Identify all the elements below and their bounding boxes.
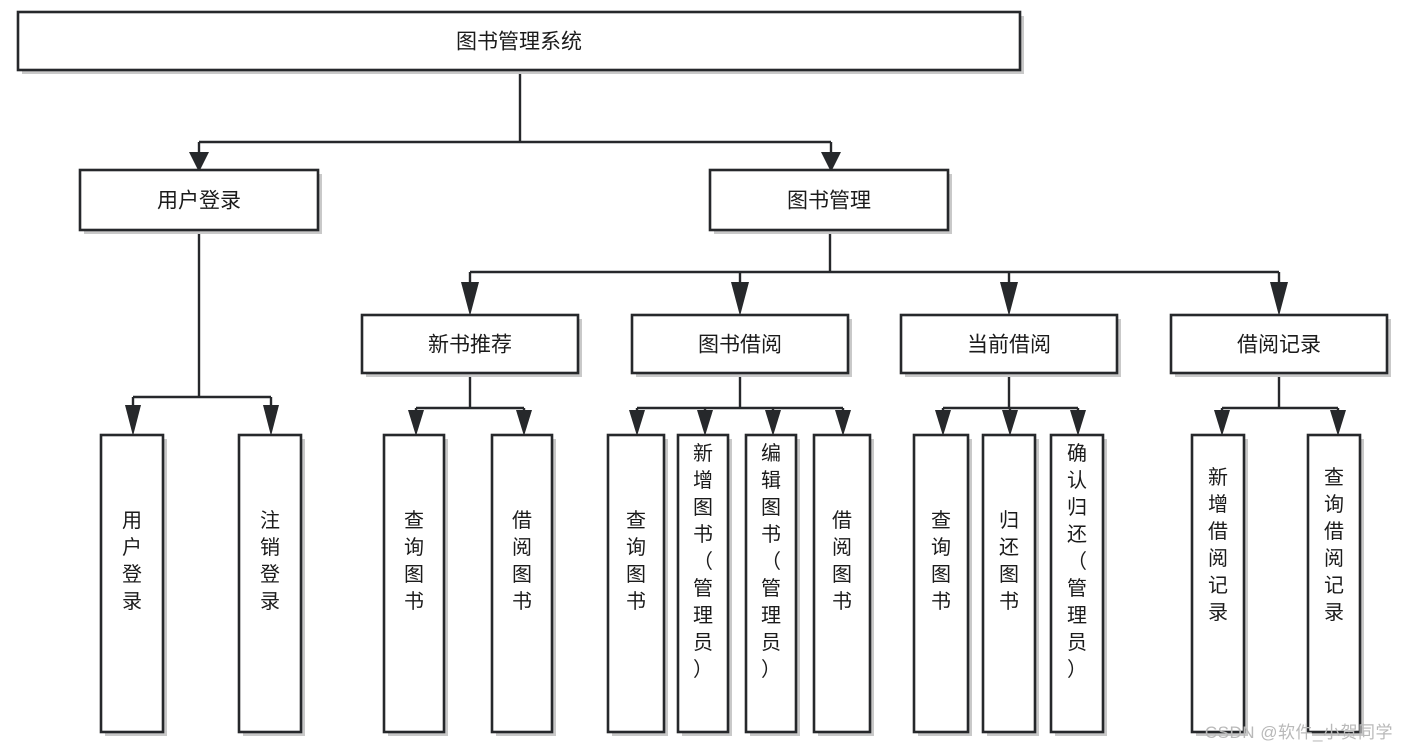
node-bookmgr[interactable]: 图书管理	[708, 168, 952, 234]
node-leaf-confirm-return-box[interactable]	[1049, 433, 1105, 734]
node-leaf-borrow-book-2-box[interactable]	[812, 433, 872, 734]
node-current-label: 当前借阅	[967, 334, 1051, 357]
node-login-box[interactable]	[78, 168, 320, 232]
arrow-head-leaf-query-book-2	[629, 410, 645, 436]
node-leaf-add-record-label: 新增借阅记录	[1208, 466, 1228, 624]
arrow-head-leaf-confirm-return	[1070, 410, 1086, 436]
node-newbook[interactable]: 新书推荐	[360, 313, 582, 377]
arrow-head-leaf-query-book-3	[935, 410, 951, 436]
node-leaf-query-book-3-label: 查询图书	[931, 509, 951, 613]
node-leaf-query-record[interactable]: 查询借阅记录	[1306, 433, 1364, 736]
arrow-head-leaf-user-login	[125, 405, 141, 436]
node-leaf-user-logout[interactable]: 注销登录	[237, 433, 305, 736]
node-root-label: 图书管理系统	[456, 31, 582, 54]
arrow-head-leaf-query-record	[1330, 410, 1346, 436]
node-leaf-return-book-label: 归还图书	[999, 509, 1019, 613]
arrow-head-leaf-edit-book	[765, 410, 781, 436]
node-leaf-query-book-1-box[interactable]	[382, 433, 446, 734]
node-leaf-borrow-book-1[interactable]: 借阅图书	[490, 433, 556, 736]
node-newbook-label: 新书推荐	[428, 334, 512, 357]
node-records[interactable]: 借阅记录	[1169, 313, 1391, 377]
node-current[interactable]: 当前借阅	[899, 313, 1121, 377]
node-leaf-add-record-box[interactable]	[1190, 433, 1246, 734]
node-leaf-query-record-label: 查询借阅记录	[1324, 466, 1344, 624]
arrow-head-borrow	[731, 282, 749, 316]
node-leaf-query-book-3[interactable]: 查询图书	[912, 433, 972, 736]
node-records-label: 借阅记录	[1237, 334, 1321, 357]
node-leaf-user-login-box[interactable]	[99, 433, 165, 734]
arrow-head-leaf-user-logout	[263, 405, 279, 436]
node-root[interactable]: 图书管理系统	[16, 10, 1024, 74]
node-leaf-query-book-1-label: 查询图书	[404, 509, 424, 613]
node-bookmgr-label: 图书管理	[787, 190, 871, 213]
node-current-box[interactable]	[899, 313, 1119, 375]
node-leaf-query-record-box[interactable]	[1306, 433, 1362, 734]
node-login-label: 用户登录	[157, 190, 241, 213]
arrow-head-bookmgr	[821, 152, 841, 172]
node-leaf-edit-book-box[interactable]	[744, 433, 798, 734]
arrow-head-leaf-return-book	[1002, 410, 1018, 436]
node-leaf-query-book-2-box[interactable]	[606, 433, 666, 734]
node-borrow-label: 图书借阅	[698, 334, 782, 357]
node-leaf-add-book[interactable]: 新增图书（管理员）	[676, 433, 732, 736]
node-leaf-user-login[interactable]: 用户登录	[99, 433, 167, 736]
node-leaf-return-book[interactable]: 归还图书	[981, 433, 1039, 736]
arrow-head-login	[189, 152, 209, 172]
node-login[interactable]: 用户登录	[78, 168, 322, 234]
node-leaf-query-book-3-box[interactable]	[912, 433, 970, 734]
arrow-head-leaf-borrow-book-2	[835, 410, 851, 436]
node-leaf-borrow-book-2-label: 借阅图书	[832, 509, 852, 613]
node-leaf-query-book-2[interactable]: 查询图书	[606, 433, 668, 736]
node-leaf-edit-book-label: 编辑图书（管理员）	[761, 442, 781, 681]
node-leaf-confirm-return[interactable]: 确认归还（管理员）	[1049, 433, 1107, 736]
node-newbook-box[interactable]	[360, 313, 580, 375]
node-borrow[interactable]: 图书借阅	[630, 313, 852, 377]
arrow-head-newbook	[461, 282, 479, 316]
node-records-box[interactable]	[1169, 313, 1389, 375]
node-leaf-query-book-1[interactable]: 查询图书	[382, 433, 448, 736]
node-leaf-user-logout-label: 注销登录	[260, 509, 280, 613]
node-root-box[interactable]	[16, 10, 1022, 72]
node-leaf-add-book-label: 新增图书（管理员）	[693, 442, 713, 681]
connector-layer	[125, 72, 1346, 436]
node-leaf-borrow-book-1-label: 借阅图书	[512, 509, 532, 613]
arrow-head-leaf-query-book-1	[408, 410, 424, 436]
node-leaf-user-login-label: 用户登录	[122, 510, 142, 613]
arrow-head-leaf-add-book	[697, 410, 713, 436]
arrow-head-leaf-borrow-book-1	[516, 410, 532, 436]
arrow-head-records	[1270, 282, 1288, 316]
node-borrow-box[interactable]	[630, 313, 850, 375]
node-leaf-add-book-box[interactable]	[676, 433, 730, 734]
node-leaf-add-record[interactable]: 新增借阅记录	[1190, 433, 1248, 736]
arrow-head-leaf-add-record	[1214, 410, 1230, 436]
arrow-head-current	[1000, 282, 1018, 316]
node-leaf-query-book-2-label: 查询图书	[626, 509, 646, 613]
node-bookmgr-box[interactable]	[708, 168, 950, 232]
node-leaf-return-book-box[interactable]	[981, 433, 1037, 734]
node-leaf-edit-book[interactable]: 编辑图书（管理员）	[744, 433, 800, 736]
node-leaf-confirm-return-label: 确认归还（管理员）	[1067, 442, 1087, 681]
node-leaf-borrow-book-1-box[interactable]	[490, 433, 554, 734]
node-leaf-user-logout-box[interactable]	[237, 433, 303, 734]
node-leaf-borrow-book-2[interactable]: 借阅图书	[812, 433, 874, 736]
